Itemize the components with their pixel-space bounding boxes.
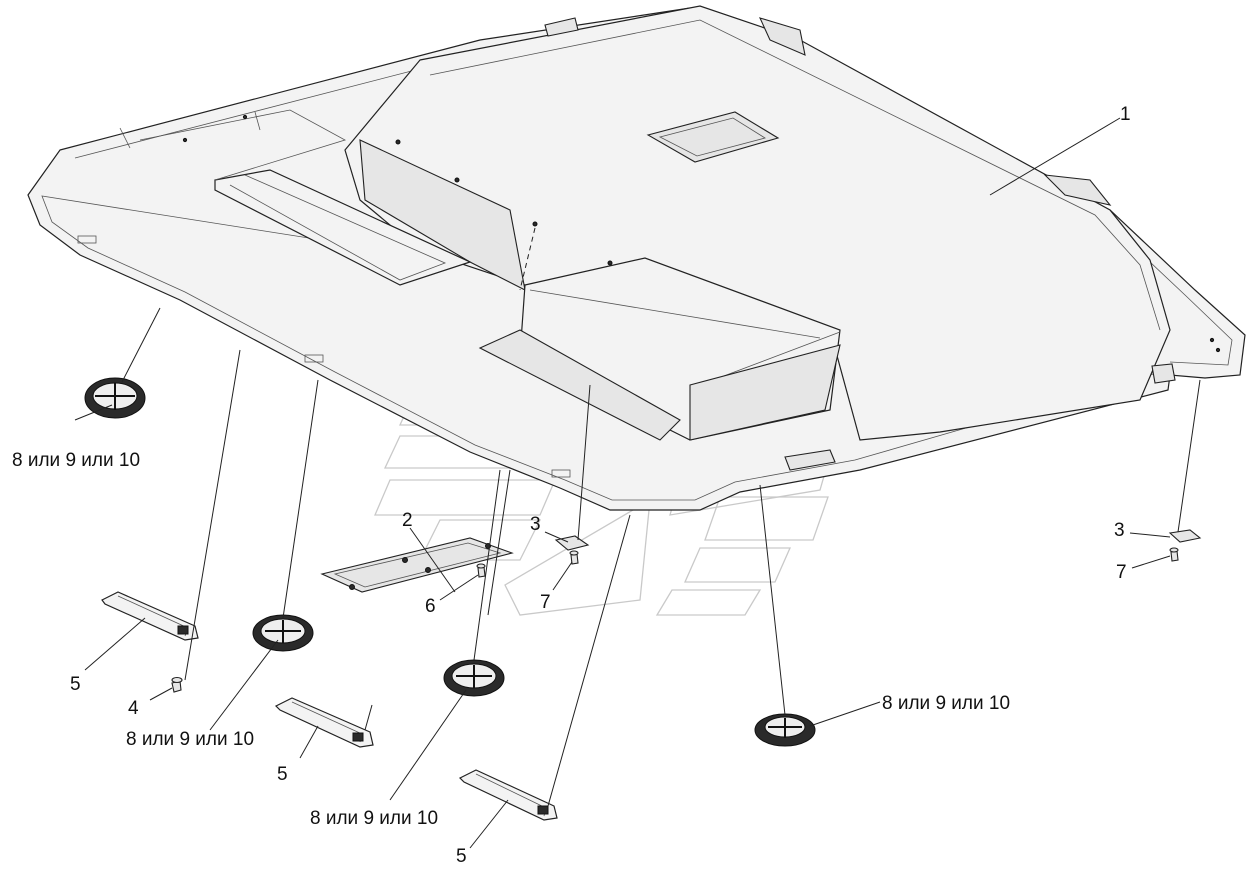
label-8-b: 8 или 9 или 10 [126,729,254,750]
screw-part-7-a [569,550,579,565]
lamp-part-8-c [443,659,505,697]
label-4: 4 [128,698,139,719]
label-8-a: 8 или 9 или 10 [12,450,140,471]
label-8-c: 8 или 9 или 10 [310,808,438,829]
clip-part-3-b [1168,529,1202,543]
label-2: 2 [402,510,413,531]
leader-lines [74,117,1201,849]
lamp-part-8-b [252,614,314,652]
screw-part-7-b [1169,547,1179,562]
label-5-b: 5 [277,764,288,785]
label-3-a: 3 [530,514,541,535]
light-cover-part-5-c [458,769,558,821]
lamp-part-8-d [754,713,816,747]
lamp-part-8-a [84,377,146,419]
label-5-a: 5 [70,674,81,695]
callout-labels: 1 2 3 3 4 5 5 5 6 7 7 8 или 9 или 10 8 и… [12,104,1131,867]
label-6: 6 [425,596,436,617]
frame-part-2 [320,537,514,593]
label-8-d: 8 или 9 или 10 [882,693,1010,714]
label-7-a: 7 [540,592,551,613]
label-3-b: 3 [1114,520,1125,541]
label-7-b: 7 [1116,562,1127,583]
roof-panel-part-1 [27,5,1246,511]
label-5-c: 5 [456,846,467,867]
clip-part-3-a [554,535,590,551]
label-1: 1 [1120,104,1131,125]
screw-part-6 [476,563,486,578]
light-cover-part-5-b [274,697,374,748]
light-cover-part-5-a [101,591,199,641]
screw-part-4 [171,676,183,693]
